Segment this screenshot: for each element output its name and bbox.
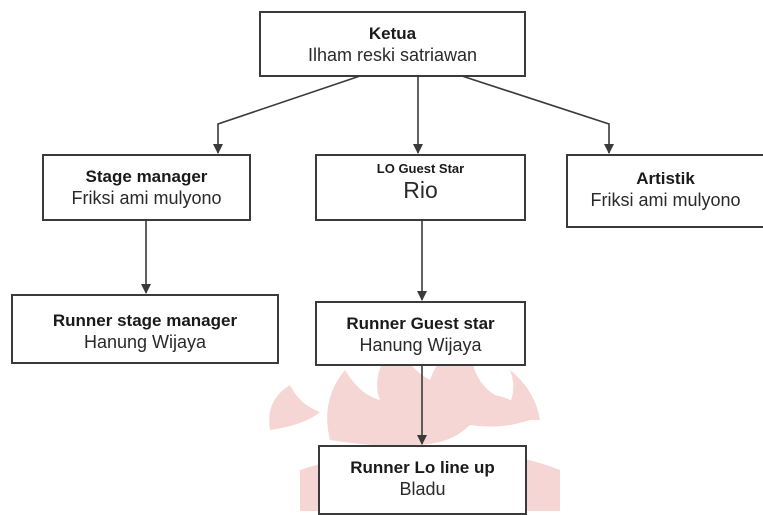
node-runner-stage-manager-title: Runner stage manager — [52, 311, 238, 330]
node-runner-guest-star-person: Hanung Wijaya — [359, 335, 482, 355]
connector-ketua-stage-manager — [213, 75, 361, 154]
node-runner-stage-manager-person: Hanung Wijaya — [83, 332, 207, 352]
node-runner-lo-line-up: Runner Lo line up Bladu — [318, 445, 527, 515]
node-runner-stage-manager: Runner stage manager Hanung Wijaya — [11, 294, 279, 364]
node-stage-manager-title: Stage manager — [85, 167, 208, 186]
node-stage-manager-person: Friksi ami mulyono — [71, 188, 222, 208]
node-lo-guest-star-person: Rio — [403, 177, 438, 203]
node-lo-guest-star: LO Guest Star Rio — [315, 154, 526, 221]
node-ketua-title: Ketua — [368, 24, 417, 43]
node-artistik-title: Artistik — [636, 169, 695, 188]
node-ketua: Ketua Ilham reski satriawan — [259, 11, 526, 77]
node-stage-manager: Stage manager Friksi ami mulyono — [42, 154, 251, 221]
connector-ketua-artistik — [461, 75, 614, 154]
node-ketua-person: Ilham reski satriawan — [307, 45, 478, 65]
node-artistik: Artistik Friksi ami mulyono — [566, 154, 763, 228]
node-runner-lo-line-up-person: Bladu — [399, 479, 446, 499]
node-runner-lo-line-up-title: Runner Lo line up — [350, 458, 495, 477]
node-runner-guest-star-title: Runner Guest star — [346, 314, 495, 333]
node-lo-guest-star-title: LO Guest Star — [376, 161, 465, 176]
node-runner-guest-star: Runner Guest star Hanung Wijaya — [315, 301, 526, 366]
node-artistik-person: Friksi ami mulyono — [590, 190, 741, 210]
